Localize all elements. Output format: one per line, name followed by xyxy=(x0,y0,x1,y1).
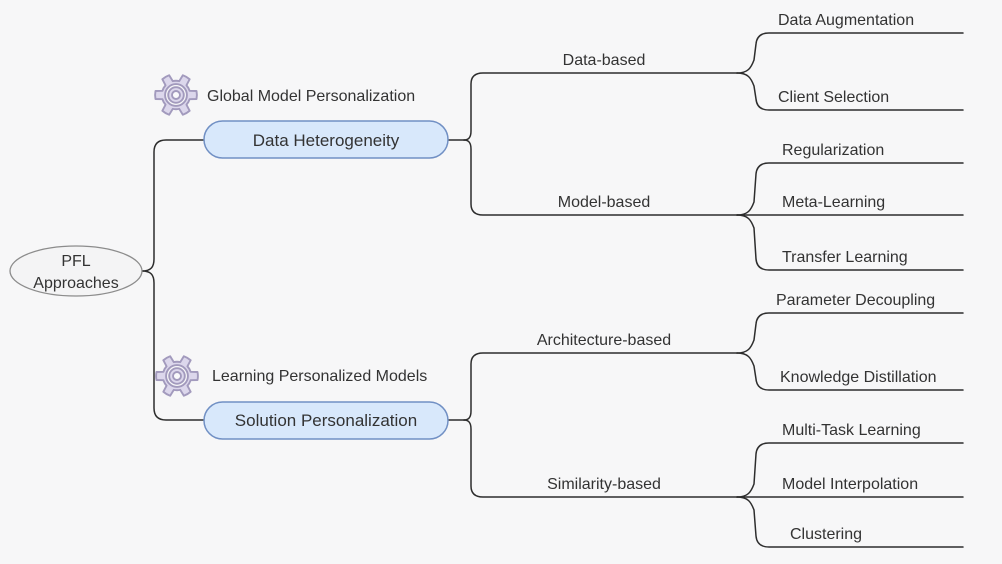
connector-branch1-to-model-based xyxy=(463,139,738,216)
leaf-regularization: Regularization xyxy=(782,142,884,159)
connector-branch2-to-architecture-based xyxy=(463,352,738,421)
leaf-transfer-learning: Transfer Learning xyxy=(782,249,908,266)
connector-to-multi-task-learning xyxy=(736,442,964,498)
connector-root-to-branch1 xyxy=(141,139,205,272)
connector-to-client-selection xyxy=(736,72,964,111)
connector-branch2-to-similarity-based xyxy=(463,419,738,498)
branch1-label: Data Heterogeneity xyxy=(253,131,400,150)
leaf-model-interpolation: Model Interpolation xyxy=(782,476,918,493)
root-ellipse xyxy=(9,245,143,297)
connector-lines xyxy=(141,32,964,548)
branch2-pill xyxy=(203,401,449,440)
mid-node-data-based: Data-based xyxy=(563,52,646,69)
leaf-knowledge-distillation: Knowledge Distillation xyxy=(780,369,937,386)
root-node: PFL Approaches xyxy=(9,245,143,297)
leaf-clustering: Clustering xyxy=(790,526,862,543)
leaf-data-augmentation: Data Augmentation xyxy=(778,12,914,29)
mid-node-similarity-based: Similarity-based xyxy=(547,476,661,493)
connector-to-regularization xyxy=(736,162,964,216)
connector-root-to-branch2 xyxy=(141,270,205,421)
connector-to-clustering xyxy=(736,496,964,548)
connector-to-transfer-learning xyxy=(736,214,964,271)
leaf-client-selection: Client Selection xyxy=(778,89,889,106)
leaf-meta-learning: Meta-Learning xyxy=(782,194,885,211)
branch-data-heterogeneity: Global Model Personalization Data Hetero… xyxy=(154,12,914,266)
leaf-parameter-decoupling: Parameter Decoupling xyxy=(776,292,935,309)
mid-node-architecture-based: Architecture-based xyxy=(537,332,671,349)
mid-node-model-based: Model-based xyxy=(558,194,651,211)
connector-to-parameter-decoupling xyxy=(736,312,964,354)
branch1-annotation: Global Model Personalization xyxy=(207,88,415,105)
branch2-label: Solution Personalization xyxy=(235,411,417,430)
root-label-line1: PFL xyxy=(61,253,90,270)
branch2-annotation: Learning Personalized Models xyxy=(212,368,427,385)
connector-to-data-augmentation xyxy=(736,32,964,74)
leaf-multi-task-learning: Multi-Task Learning xyxy=(782,422,921,439)
branch1-pill xyxy=(203,120,449,159)
root-label-line2: Approaches xyxy=(33,275,118,292)
connector-branch1-to-data-based xyxy=(463,72,738,141)
branch-solution-personalization: Learning Personalized Models Solution Pe… xyxy=(155,292,937,543)
connector-to-knowledge-distillation xyxy=(736,352,964,391)
